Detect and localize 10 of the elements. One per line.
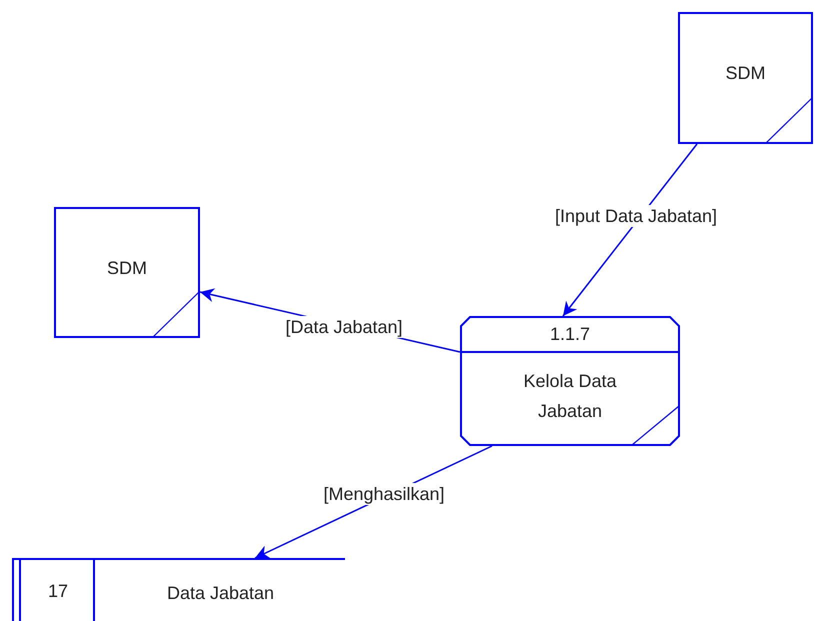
store-number: 17	[46, 580, 70, 603]
entity-name: SDM	[724, 62, 766, 85]
store-name: Data Jabatan	[166, 582, 276, 605]
process-number: 1.1.7	[548, 323, 592, 346]
data-store	[12, 558, 345, 621]
process-box	[460, 316, 680, 446]
external-entity-box	[678, 12, 813, 144]
entity-name: SDM	[106, 256, 148, 280]
process-name: Kelola Data Jabatan	[522, 370, 618, 423]
external-entity-box	[54, 207, 200, 338]
